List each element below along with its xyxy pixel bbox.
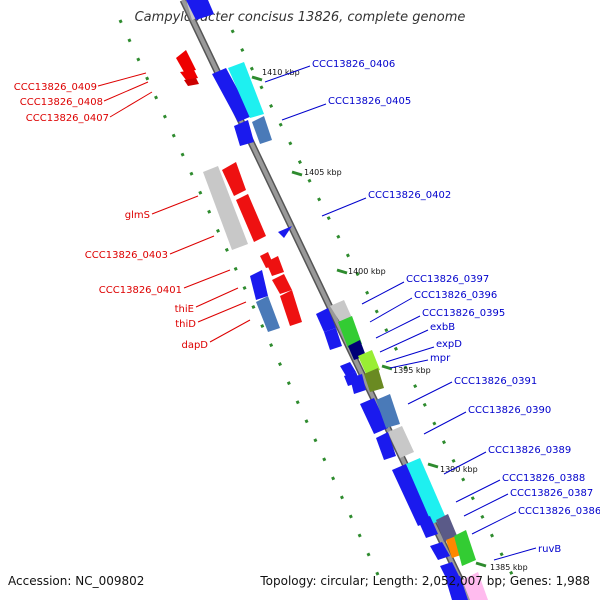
kbp-mark: 1385 kbp (490, 563, 528, 572)
reverse-label-group: CCC13826_0409 CCC13826_0408 CCC13826_040… (14, 72, 251, 351)
forward-strand-genes (186, 0, 488, 600)
gene-label-forward: CCC13826_0391 (454, 376, 537, 387)
gene-label-forward: CCC13826_0388 (502, 473, 585, 484)
gene-label-forward: expD (436, 339, 462, 350)
gene-label-reverse: dapD (181, 340, 208, 351)
gene-label-reverse: thiE (175, 304, 194, 315)
kbp-mark: 1405 kbp (304, 168, 342, 177)
map-title: Campylobacter concisus 13826, complete g… (134, 10, 466, 25)
gene-label-forward: mpr (430, 353, 451, 364)
gene-label-forward: CCC13826_0397 (406, 274, 489, 285)
gene-label-forward: CCC13826_0386 (518, 506, 600, 517)
gene-label-reverse: CCC13826_0401 (99, 285, 182, 296)
gene-label-reverse: thiD (175, 319, 196, 330)
gene-label-reverse: glmS (125, 210, 150, 221)
forward-label-group: CCC13826_0406 CCC13826_0405 CCC13826_040… (264, 59, 600, 561)
gene-label-forward: CCC13826_0402 (368, 190, 451, 201)
kbp-mark: 1410 kbp (262, 68, 300, 77)
gene-label-forward: CCC13826_0395 (422, 308, 505, 319)
topology-label: Topology: circular; Length: 2,052,007 bp… (260, 574, 590, 588)
gene-label-forward: CCC13826_0396 (414, 290, 497, 301)
gene-label-reverse: CCC13826_0408 (20, 97, 103, 108)
kbp-mark: 1395 kbp (393, 366, 431, 375)
gene-label-forward: CCC13826_0387 (510, 488, 593, 499)
gene-label-reverse: CCC13826_0409 (14, 82, 97, 93)
kbp-mark: 1390 kbp (440, 465, 478, 474)
gene-label-forward: CCC13826_0389 (488, 445, 571, 456)
gene-label-forward: CCC13826_0405 (328, 96, 411, 107)
gene-label-forward: CCC13826_0390 (468, 405, 551, 416)
gene-label-forward: exbB (430, 322, 455, 333)
gene-label-forward: CCC13826_0406 (312, 59, 395, 70)
gene-label-reverse: CCC13826_0407 (26, 113, 109, 124)
reverse-strand-genes (176, 0, 302, 332)
kbp-ticks (251, 75, 487, 568)
gene-label-forward: ruvB (538, 544, 561, 555)
kbp-mark: 1400 kbp (348, 267, 386, 276)
gene-label-reverse: CCC13826_0403 (85, 250, 168, 261)
accession-label: Accession: NC_009802 (8, 574, 145, 588)
